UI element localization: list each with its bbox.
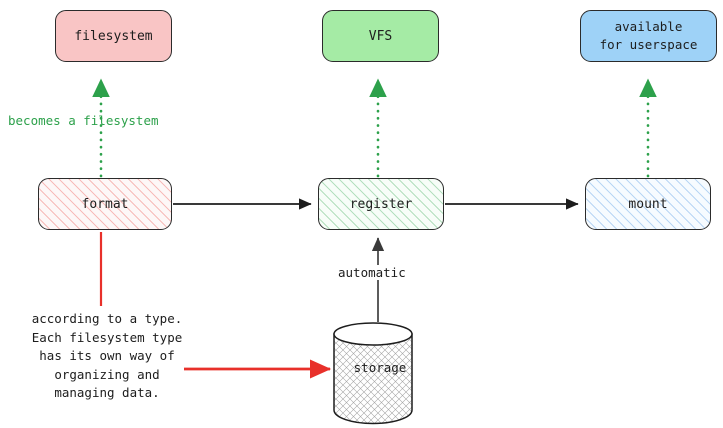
edge-label-becomes-a-filesystem: becomes a filesystem [8,113,159,128]
node-register[interactable]: register [318,178,444,230]
node-storage-label: storage [353,360,407,375]
node-format[interactable]: format [38,178,172,230]
note-format-according-to-a-type: according to a type. Each filesystem typ… [31,311,183,400]
node-mount[interactable]: mount [585,178,711,230]
edge-label-automatic: automatic [336,265,408,280]
node-filesystem[interactable]: filesystem [55,10,172,62]
node-storage-cylinder[interactable] [333,322,413,425]
node-available-for-userspace[interactable]: available for userspace [580,10,717,62]
node-vfs[interactable]: VFS [322,10,439,62]
